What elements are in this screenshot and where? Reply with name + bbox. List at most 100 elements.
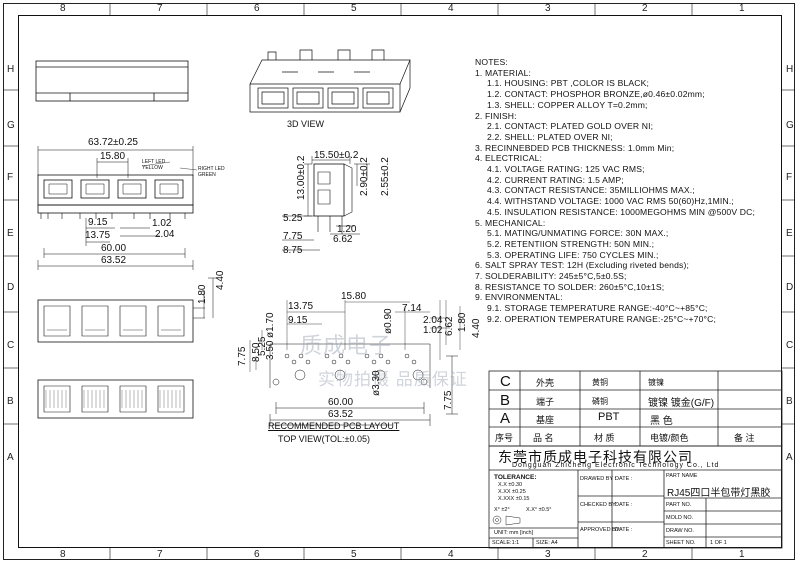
notes-block: NOTES: 1. MATERIAL:1.1. HOUSING: PBT ,CO… bbox=[475, 57, 780, 325]
pcb-layout-label: RECOMMENDED PCB LAYOUT bbox=[268, 421, 400, 431]
bom-row-b-material: 磷铜 bbox=[592, 397, 608, 406]
dim-side-662: 6.62 bbox=[333, 234, 353, 245]
zone-left-B: B bbox=[7, 396, 14, 407]
zone-top-5: 5 bbox=[351, 3, 357, 14]
zone-bottom-5: 5 bbox=[351, 549, 357, 560]
zone-right-A: A bbox=[786, 452, 793, 463]
dim-1550: 15.50±0.2 bbox=[314, 150, 359, 161]
dim-pcb-915: 9.15 bbox=[288, 315, 308, 326]
note-line: 9.2. OPERATION TEMPERATURE RANGE:-25°C~+… bbox=[487, 313, 717, 324]
zone-left-E: E bbox=[7, 228, 14, 239]
inner-frame bbox=[18, 15, 782, 548]
dim-side-775: 7.75 bbox=[283, 231, 303, 242]
zone-top-7: 7 bbox=[157, 3, 163, 14]
watermark-company: 质成电子 bbox=[300, 333, 393, 358]
note-line: 4. ELECTRICAL: bbox=[475, 153, 543, 164]
right-led-label: RIGHT LED bbox=[198, 166, 225, 172]
tolerance-angle-b: X.X° ±0.5° bbox=[526, 507, 552, 513]
note-line: 1. MATERIAL: bbox=[475, 67, 532, 78]
checked-by-label: CHECKED BY: bbox=[580, 502, 617, 508]
checked-date-label: DATE : bbox=[615, 502, 633, 508]
notes-list: 1. MATERIAL:1.1. HOUSING: PBT ,COLOR IS … bbox=[475, 68, 780, 325]
dim-pcb-1375: 13.75 bbox=[288, 301, 314, 312]
dim-915: 9.15 bbox=[88, 217, 108, 228]
size-label: SIZE: A4 bbox=[536, 540, 558, 546]
note-line: 5.3. OPERATING LIFE: 750 CYCLES MIN.; bbox=[487, 249, 659, 260]
sheet-no-value: 1 OF 1 bbox=[710, 540, 727, 546]
approved-by-label: APPROVED BY: bbox=[580, 527, 621, 533]
dim-side-525: 5.25 bbox=[283, 213, 303, 224]
note-line: 8. RESISTANCE TO SOLDER: 260±5°C,10±1S; bbox=[475, 281, 665, 292]
zone-bottom-3: 3 bbox=[545, 549, 551, 560]
zone-right-F: F bbox=[786, 172, 793, 183]
note-line: 1.1. HOUSING: PBT ,COLOR IS BLACK; bbox=[487, 78, 650, 89]
zone-top-1: 1 bbox=[739, 3, 745, 14]
bom-row-a-material: PBT bbox=[598, 411, 620, 423]
zone-top-8: 8 bbox=[60, 3, 66, 14]
zone-right-E: E bbox=[786, 228, 793, 239]
bom-row-a-id: A bbox=[500, 410, 511, 427]
zone-left-F: F bbox=[7, 172, 14, 183]
left-led-color: YELLOW bbox=[142, 165, 163, 171]
bom-header-plating: 电镀/颜色 bbox=[650, 433, 689, 443]
zone-right-G: G bbox=[786, 120, 794, 131]
bom-row-b-plating: 镀镍 镀金(G/F) bbox=[648, 398, 715, 409]
zone-left-C: C bbox=[7, 340, 15, 351]
approved-date-label: DATE : bbox=[615, 527, 633, 533]
zone-bottom-6: 6 bbox=[254, 549, 260, 560]
part-name-label: PART NAME bbox=[666, 473, 698, 479]
dim-875: 8.75 bbox=[283, 245, 303, 256]
mold-no-label: MOLD NO. bbox=[666, 515, 694, 521]
unit-label: UNIT: mm [inch] bbox=[494, 530, 534, 536]
bom-row-b-id: B bbox=[500, 392, 511, 409]
right-led-color: GREEN bbox=[198, 172, 216, 178]
bom-row-c-material: 黄铜 bbox=[592, 378, 608, 387]
tolerance-label: TOLERANCE: bbox=[494, 474, 537, 481]
bom-header-no: 序号 bbox=[495, 433, 514, 443]
zone-left-D: D bbox=[7, 282, 15, 293]
zone-bottom-1: 1 bbox=[739, 549, 745, 560]
dim-1375: 13.75 bbox=[85, 230, 111, 241]
note-line: 4.3. CONTACT RESISTANCE: 35MILLIOHMS MAX… bbox=[487, 185, 695, 196]
dim-6000: 60.00 bbox=[101, 243, 127, 254]
note-line: 3. RECINNEBDED PCB THICKNESS: 1.0mm Min; bbox=[475, 142, 675, 153]
watermark-slogan: 实物拍摄 品质保证 bbox=[318, 370, 468, 389]
bom-row-a-plating: 黑 色 bbox=[650, 416, 673, 427]
dim-port-pitch: 15.80 bbox=[100, 151, 126, 162]
note-line: 2.1. CONTACT: PLATED GOLD OVER NI; bbox=[487, 121, 654, 132]
zone-right-B: B bbox=[786, 396, 793, 407]
note-line: 9. ENVIRONMENTAL: bbox=[475, 292, 563, 303]
zone-right-H: H bbox=[786, 64, 794, 75]
part-name-value: RJ45四口半包带灯黑胶 bbox=[667, 488, 771, 499]
dim-pcb-6000: 60.00 bbox=[328, 397, 354, 408]
zone-bottom-8: 8 bbox=[60, 549, 66, 560]
bom-header-material: 材 质 bbox=[594, 433, 615, 443]
view-3d-label: 3D VIEW bbox=[287, 119, 325, 129]
zone-left-G: G bbox=[7, 120, 15, 131]
bom-header-remark: 备 注 bbox=[734, 433, 755, 443]
zone-top-3: 3 bbox=[545, 3, 551, 14]
dim-6352: 63.52 bbox=[101, 255, 127, 266]
zone-right-D: D bbox=[786, 282, 794, 293]
dim-pcb-6352: 63.52 bbox=[328, 409, 354, 420]
zone-bottom-7: 7 bbox=[157, 549, 163, 560]
dim-pcb-204: 2.04 bbox=[423, 315, 443, 326]
note-line: 9.1. STORAGE TEMPERATURE RANGE:-40°C~+85… bbox=[487, 303, 708, 314]
dim-pcb-714: 7.14 bbox=[402, 303, 422, 314]
note-line: 4.4. WITHSTAND VOLTAGE: 1000 VAC RMS 50(… bbox=[487, 196, 734, 207]
zone-right-C: C bbox=[786, 340, 794, 351]
drawed-date-label: DATE : bbox=[615, 476, 633, 482]
bom-row-a-name: 基座 bbox=[536, 415, 555, 425]
note-line: 4.1. VOLTAGE RATING: 125 VAC RMS; bbox=[487, 164, 645, 175]
left-led-label: LEFT LED bbox=[142, 159, 166, 165]
bom-row-c-name: 外壳 bbox=[536, 378, 555, 388]
bom-row-b-name: 端子 bbox=[536, 397, 555, 407]
note-line: 5.1. MATING/UNMATING FORCE: 30N MAX.; bbox=[487, 228, 669, 239]
note-line: 5.2. RETENTIION STRENGTH: 50N MIN.; bbox=[487, 238, 655, 249]
dim-pcb-102: 1.02 bbox=[423, 325, 443, 336]
zone-bottom-4: 4 bbox=[448, 549, 454, 560]
dim-overall-width: 63.72±0.25 bbox=[88, 137, 138, 148]
